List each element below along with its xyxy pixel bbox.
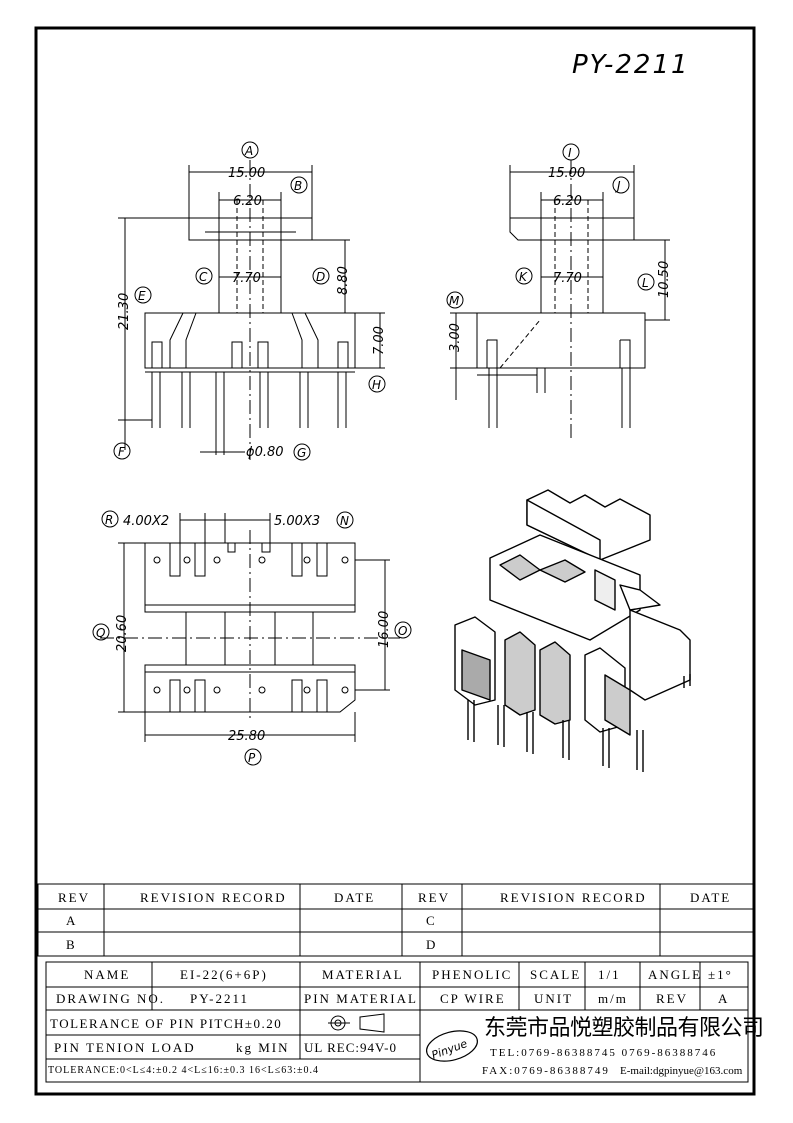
rev-row-d: D [426, 937, 438, 952]
front-dim-width: 15.00 [228, 166, 265, 181]
front-dim-height: 21.30 [117, 293, 132, 330]
bottom-dim-q: 20.60 [115, 615, 130, 652]
angle-label: ANGLE [648, 967, 703, 982]
tolerance-note: TOLERANCE:0<L≤4:±0.2 4<L≤16:±0.3 16<L≤63… [48, 1065, 320, 1076]
label-Q: Q [96, 626, 105, 640]
material-label: MATERIAL [322, 967, 404, 982]
scale-value: 1/1 [598, 967, 621, 982]
label-M: M [449, 294, 460, 308]
front-dim-pitch: 6.20 [233, 194, 262, 209]
drawing-no-label: DRAWING NO. [56, 991, 166, 1006]
rev-label: REV [656, 991, 688, 1006]
title-block [45, 961, 749, 1083]
label-P: P [248, 751, 256, 765]
label-O: O [398, 624, 407, 638]
date-header-2: DATE [690, 890, 732, 905]
label-L: L [642, 276, 649, 290]
rev-row-b: B [66, 937, 77, 952]
front-view [118, 160, 385, 460]
pin-material-label: PIN MATERIAL [304, 991, 418, 1006]
unit-label: UNIT [534, 991, 574, 1006]
label-G: G [297, 446, 306, 460]
side-view [450, 160, 670, 440]
drawing-no-value: PY-2211 [190, 991, 250, 1006]
rev-row-c: C [426, 913, 437, 928]
label-J: J [615, 179, 621, 193]
label-B: B [294, 179, 302, 193]
front-dim-lower: 7.00 [372, 326, 387, 355]
side-dim-pitch: 6.20 [553, 194, 582, 209]
unit-value: m/m [598, 991, 628, 1006]
pin-tension-unit: kg MIN [236, 1040, 290, 1055]
sheet-border [34, 26, 756, 1096]
side-dim-upper: 10.50 [657, 261, 672, 298]
label-C: C [199, 270, 208, 284]
company-logo [426, 1030, 478, 1062]
side-dim-core: 7.70 [553, 271, 582, 286]
rev-value: A [718, 991, 730, 1006]
isometric-view [454, 489, 691, 772]
front-dim-upper: 8.80 [336, 266, 351, 295]
company-name: 东莞市品悦塑胶制品有限公司 [484, 1016, 764, 1041]
scale-label: SCALE [530, 967, 582, 982]
bottom-dim-pitch-n: 5.00X3 [274, 514, 320, 529]
label-H: H [372, 378, 381, 392]
label-K: K [519, 270, 528, 284]
pin-material-value: CP WIRE [440, 991, 506, 1006]
front-view-text: 15.00 6.20 7.70 21.30 8.80 7.00 ϕ0.80 [117, 166, 387, 460]
rev-header-1: REV [58, 890, 90, 905]
tolerance-pitch: TOLERANCE OF PIN PITCH±0.20 [50, 1016, 283, 1031]
side-view-text: 15.00 6.20 7.70 10.50 3.00 [448, 166, 672, 352]
name-label: NAME [84, 967, 131, 982]
label-R: R [105, 513, 113, 527]
date-header-1: DATE [334, 890, 376, 905]
side-dim-width: 15.00 [548, 166, 585, 181]
company-email: E-mail:dgpinyue@163.com [620, 1065, 743, 1077]
revision-record-header-2: REVISION RECORD [500, 890, 647, 905]
part-number-title: PY-2211 [572, 50, 690, 80]
bottom-dim-p: 25.80 [228, 729, 265, 744]
revision-record-header-1: REVISION RECORD [140, 890, 287, 905]
pin-tension: PIN TENION LOAD [54, 1040, 196, 1055]
label-D: D [316, 270, 325, 284]
angle-value: ±1° [708, 967, 733, 982]
bottom-dim-o: 16.00 [377, 611, 392, 648]
rev-row-a: A [66, 913, 78, 928]
bottom-dim-pitch-r: 4.00X2 [123, 514, 169, 529]
front-view-callouts [113, 141, 386, 461]
label-E: E [138, 289, 146, 303]
bottom-view [100, 513, 400, 742]
front-dim-pin: ϕ0.80 [246, 445, 284, 460]
label-I: I [568, 146, 572, 160]
label-N: N [340, 514, 349, 528]
side-dim-lower: 3.00 [448, 323, 463, 352]
front-pins [151, 372, 347, 455]
label-A: A [244, 144, 253, 158]
material-value: PHENOLIC [432, 967, 513, 982]
ul-rec: UL REC:94V-0 [304, 1040, 398, 1055]
company-fax: FAX:0769-86388749 [482, 1065, 610, 1077]
front-dim-core: 7.70 [232, 271, 261, 286]
name-value: EI-22(6+6P) [180, 967, 268, 982]
rev-header-2: REV [418, 890, 450, 905]
revision-table [37, 883, 755, 957]
label-F: F [118, 445, 126, 459]
bottom-view-text: 4.00X2 5.00X3 20.60 16.00 25.80 [115, 514, 392, 744]
company-tel: TEL:0769-86388745 0769-86388746 [490, 1047, 718, 1059]
